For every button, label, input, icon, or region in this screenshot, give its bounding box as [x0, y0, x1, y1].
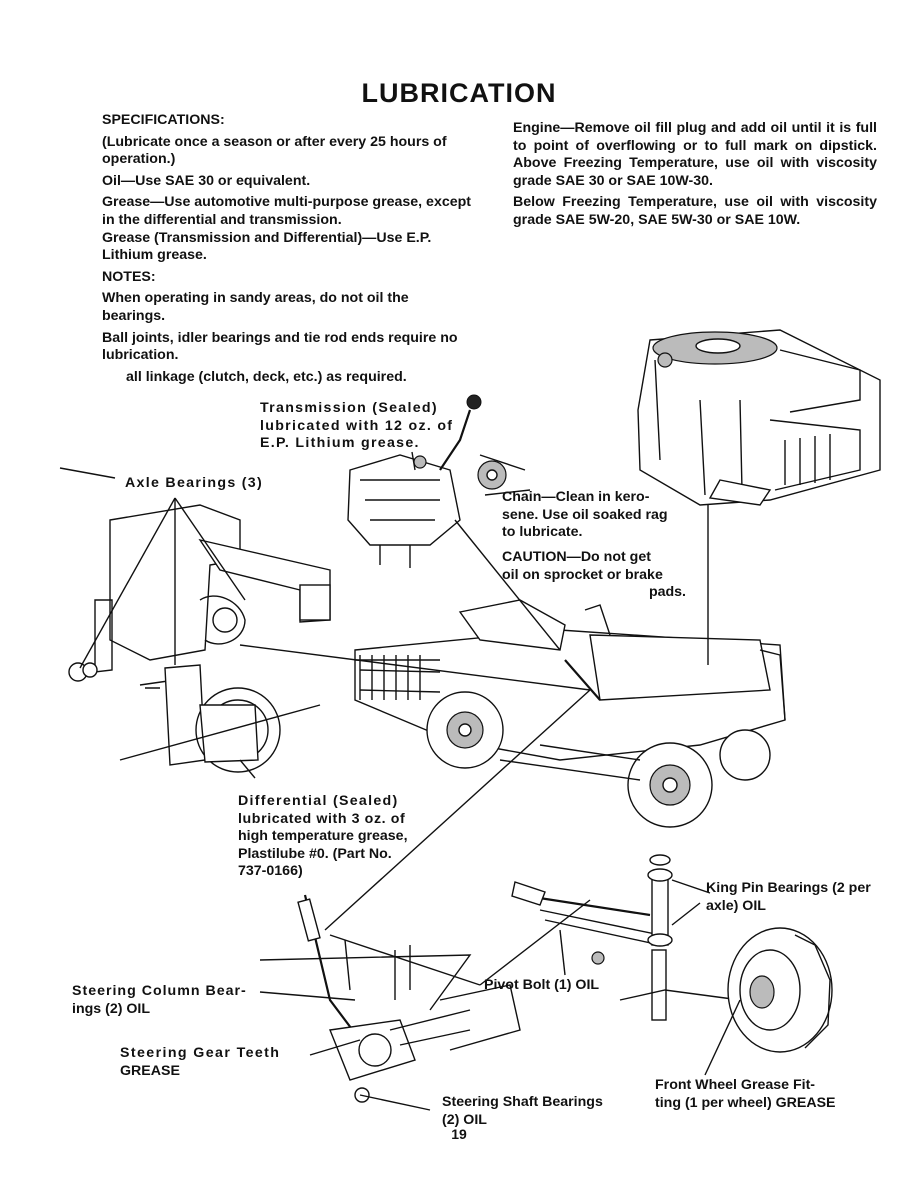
caution-callout-line2: oil on sprocket or brake: [502, 566, 663, 583]
front-wheel-callout-line1: Front Wheel Grease Fit-: [655, 1077, 816, 1093]
chain-callout-line1: Chain—Clean in kero-: [502, 489, 650, 505]
transmission-illustration: [347, 394, 531, 568]
grease-spec: Grease—Use automotive multi-purpose grea…: [102, 194, 471, 228]
axle-bearings-callout: Axle Bearings (3): [125, 475, 264, 491]
note-sandy-areas: When operating in sandy areas, do not oi…: [102, 290, 409, 324]
differential-callout-line2: lubricated with 3 oz. of: [238, 810, 406, 827]
caution-callout-line1: CAUTION—Do not get: [502, 549, 651, 565]
chain-callout-line3: to lubricate.: [502, 524, 583, 540]
differential-callout-line1: Differential (Sealed): [238, 793, 399, 809]
king-pin-callout: King Pin Bearings (2 per axle) OIL: [706, 880, 906, 915]
specs-note: (Lubricate once a season or after every …: [102, 133, 447, 168]
axle-illustration: [68, 504, 331, 773]
note-linkage: all linkage (clutch, deck, etc.) as requ…: [126, 368, 407, 385]
differential-callout-line4: Plastilube #0. (Part No.: [238, 845, 392, 862]
front-axle-illustration: [511, 854, 833, 1053]
oil-spec: Oil—Use SAE 30 or equivalent.: [102, 172, 311, 189]
front-wheel-callout: Front Wheel Grease Fit- ting (1 per whee…: [655, 1077, 885, 1112]
page-title: LUBRICATION: [361, 78, 557, 108]
engine-oil-instructions: Engine—Remove oil fill plug and add oil …: [513, 120, 877, 189]
steering-shaft-callout: Steering Shaft Bearings (2) OIL: [442, 1094, 642, 1129]
caution-callout-line3: pads.: [648, 584, 686, 600]
steering-shaft-callout-line1: Steering Shaft Bearings: [442, 1094, 603, 1110]
chain-callout-line2: sene. Use oil soaked rag: [502, 506, 668, 523]
notes-heading: NOTES:: [102, 268, 156, 285]
differential-callout-line5: 737-0166): [238, 863, 303, 879]
tractor-illustration: [354, 599, 786, 828]
differential-callout: Differential (Sealed) lubricated with 3 …: [238, 793, 438, 881]
steering-gear-callout-line1: Steering Gear Teeth: [120, 1045, 281, 1061]
steering-gear-callout-line2: GREASE: [120, 1062, 180, 1079]
below-freezing-instructions: Below Freezing Temperature, use oil with…: [513, 194, 877, 228]
specs-heading: SPECIFICATIONS:: [102, 112, 225, 128]
page-number: 19: [451, 1126, 467, 1142]
front-wheel-callout-line2: ting (1 per wheel) GREASE: [655, 1094, 836, 1111]
grease-transmission-spec: Grease (Transmission and Differential)—U…: [102, 229, 432, 264]
transmission-callout: Transmission (Sealed) lubricated with 12…: [260, 400, 460, 453]
steering-column-callout: Steering Column Bear- ings (2) OIL: [72, 983, 267, 1018]
specifications-column: SPECIFICATIONS: (Lubricate once a season…: [102, 112, 474, 390]
differential-callout-line3: high temperature grease,: [238, 828, 408, 844]
transmission-callout-line2: lubricated with 12 oz. of: [260, 417, 454, 434]
steering-gear-callout: Steering Gear Teeth GREASE: [120, 1045, 320, 1080]
steering-column-callout-line2: ings (2) OIL: [72, 1000, 151, 1017]
transmission-callout-line1: Transmission (Sealed): [260, 400, 438, 416]
king-pin-callout-line2: axle) OIL: [706, 897, 766, 914]
steering-column-callout-line1: Steering Column Bear-: [72, 983, 247, 999]
pivot-bolt-callout: Pivot Bolt (1) OIL: [484, 977, 600, 993]
chain-callout: Chain—Clean in kero- sene. Use oil soake…: [502, 489, 692, 542]
king-pin-callout-line1: King Pin Bearings (2 per: [706, 880, 871, 896]
steering-shaft-callout-line2: (2) OIL: [442, 1111, 487, 1128]
leader-lines: [59, 451, 741, 1111]
note-ball-joints: Ball joints, idler bearings and tie rod …: [102, 329, 458, 364]
engine-illustration: [637, 329, 881, 506]
engine-column: Engine—Remove oil fill plug and add oil …: [513, 120, 877, 234]
transmission-callout-line3: E.P. Lithium grease.: [260, 435, 420, 451]
caution-callout: CAUTION—Do not get oil on sprocket or br…: [502, 549, 692, 602]
